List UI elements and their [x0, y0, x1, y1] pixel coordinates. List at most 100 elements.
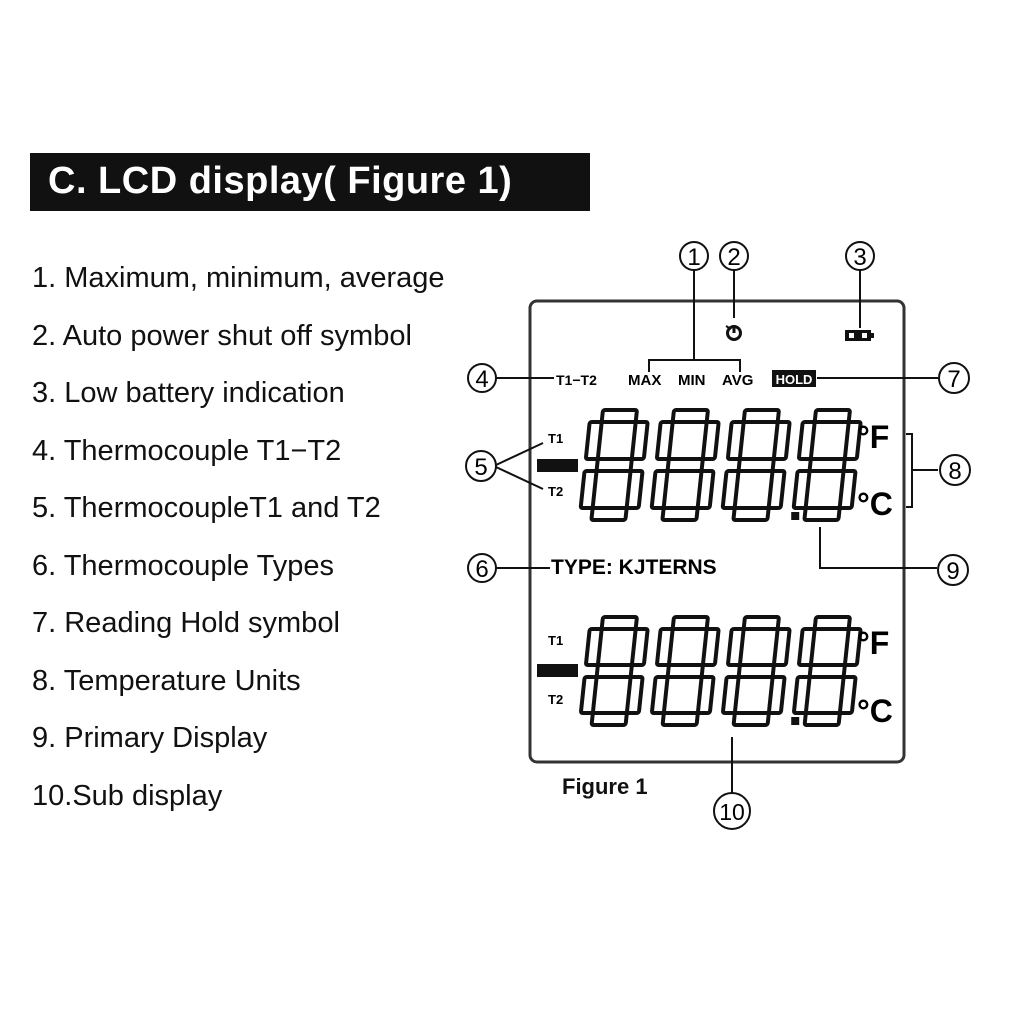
- digit-segment: [725, 420, 746, 461]
- legend-item: 1. Maximum, minimum, average: [32, 262, 445, 294]
- digit-segment: [589, 506, 629, 522]
- callout-4: 4: [467, 363, 497, 393]
- digit-segment: [650, 675, 670, 715]
- digit-segment: [766, 469, 787, 510]
- digit-segment: [726, 627, 746, 667]
- decimal-point: [791, 717, 800, 725]
- primary-display-digits: [578, 408, 863, 522]
- thermocouple-type-label: TYPE: KJTERNS: [551, 556, 717, 579]
- digit-segment: [629, 420, 650, 461]
- digit-segment: [654, 420, 675, 461]
- digit-segment: [599, 408, 639, 424]
- callout-label: 4: [475, 366, 488, 393]
- callout-6: 6: [467, 553, 497, 583]
- callout-label: 2: [727, 244, 740, 271]
- callout-8: 8: [939, 454, 971, 486]
- t1-minus-t2-label: T1−T2: [556, 372, 597, 388]
- legend-item: 4. Thermocouple T1−T2: [32, 434, 342, 467]
- primary-t1-label: T1: [548, 431, 563, 446]
- primary-minus-sign: [537, 459, 578, 472]
- digit-segment: [797, 627, 817, 667]
- callout-label: 7: [947, 366, 960, 393]
- page-title: C. LCD display( Figure 1): [48, 160, 513, 202]
- title-bar: [30, 153, 590, 211]
- digit-segment: [695, 469, 716, 510]
- callout-label: 6: [475, 556, 488, 583]
- callout-5: 5: [465, 450, 497, 482]
- digit-segment: [807, 663, 847, 679]
- callout-label: 9: [946, 558, 959, 585]
- digit-segment: [594, 663, 634, 679]
- digit: [579, 615, 650, 727]
- callout-label: 3: [853, 244, 866, 271]
- digit-segment: [736, 663, 776, 679]
- digit-segment: [812, 408, 852, 424]
- auto-power-off-icon: [725, 325, 742, 341]
- legend-item: 5. ThermocoupleT1 and T2: [32, 492, 381, 524]
- legend-list: 1. Maximum, minimum, average 2. Auto pow…: [32, 258, 532, 833]
- digit-segment: [741, 408, 781, 424]
- digit-segment: [579, 675, 599, 715]
- digit-segment: [649, 469, 670, 510]
- callout-7: 7: [938, 362, 970, 394]
- legend-item: 8. Temperature Units: [32, 664, 301, 697]
- legend-item: 9. Primary Display: [32, 722, 268, 754]
- digit-segment: [670, 408, 710, 424]
- avg-label: AVG: [722, 372, 753, 389]
- digit-segment: [665, 457, 705, 473]
- digit-segment: [802, 506, 842, 522]
- sub-t1-label: T1: [548, 633, 563, 648]
- digit-segment: [625, 675, 645, 715]
- callout-1: 1: [679, 241, 709, 271]
- decimal-point: [791, 512, 800, 520]
- digit: [792, 615, 863, 727]
- digit-segment: [599, 615, 639, 631]
- legend-item: 7. Reading Hold symbol: [32, 607, 340, 639]
- digit-segment: [796, 420, 817, 461]
- digit-segment: [583, 420, 604, 461]
- digit-segment: [589, 711, 629, 727]
- digit-segment: [771, 420, 792, 461]
- digit-segment: [842, 420, 863, 461]
- figure-caption: Figure 1: [562, 774, 648, 799]
- digit-segment: [660, 506, 700, 522]
- digit-segment: [802, 711, 842, 727]
- callout-3: 3: [845, 241, 875, 271]
- digit-segment: [741, 615, 781, 631]
- digit: [720, 408, 792, 522]
- digit-segment: [767, 675, 787, 715]
- digit-segment: [838, 675, 858, 715]
- callout-9: 9: [937, 554, 969, 586]
- digit-segment: [720, 469, 741, 510]
- digit: [650, 615, 721, 727]
- sub-t2-label: T2: [548, 692, 563, 707]
- legend-item: 2. Auto power shut off symbol: [32, 319, 412, 352]
- callout-label: 8: [948, 458, 961, 485]
- digit-segment: [630, 627, 650, 667]
- callout-label: 10: [719, 799, 745, 825]
- digit-segment: [731, 506, 771, 522]
- digit-segment: [660, 711, 700, 727]
- digit-segment: [721, 675, 741, 715]
- digit-segment: [792, 675, 812, 715]
- digit-segment: [731, 711, 771, 727]
- digit-segment: [807, 457, 847, 473]
- legend-item: 6. Thermocouple Types: [32, 549, 334, 582]
- digit-segment: [791, 469, 812, 510]
- digit-segment: [665, 663, 705, 679]
- lcd-frame: [528, 299, 906, 764]
- digit-segment: [655, 627, 675, 667]
- callout-label: 1: [687, 244, 700, 271]
- sub-unit-c: °C: [857, 693, 893, 729]
- digit-segment: [812, 615, 852, 631]
- digit: [791, 408, 863, 522]
- digit-segment: [624, 469, 645, 510]
- digit-segment: [584, 627, 604, 667]
- min-label: MIN: [678, 372, 706, 389]
- sub-minus-sign: [537, 664, 578, 677]
- digit-segment: [843, 627, 863, 667]
- digit-segment: [578, 469, 599, 510]
- digit-segment: [736, 457, 776, 473]
